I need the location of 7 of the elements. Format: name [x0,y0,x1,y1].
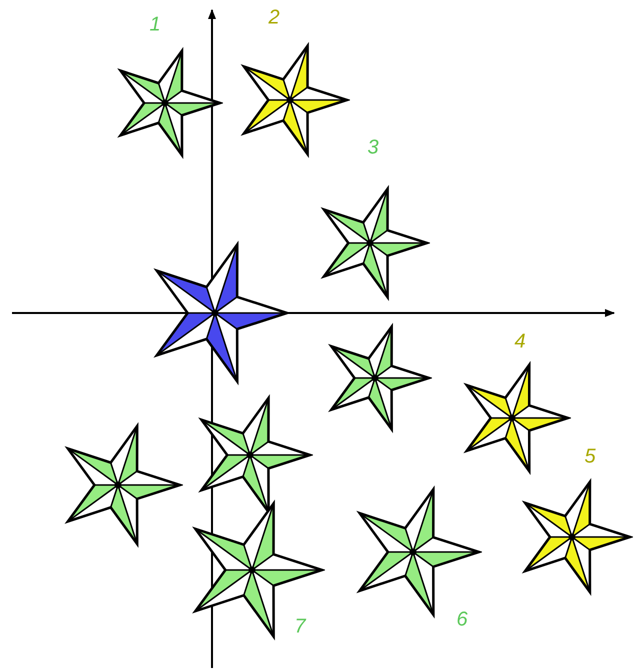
star-number: 7 [294,616,306,638]
star-number: 3 [367,136,379,160]
star-number: 4 [514,330,526,354]
star-number: 1 [149,14,161,36]
star-number: 6 [456,608,468,632]
star-number: 2 [268,6,280,30]
star-number: 5 [584,446,596,468]
